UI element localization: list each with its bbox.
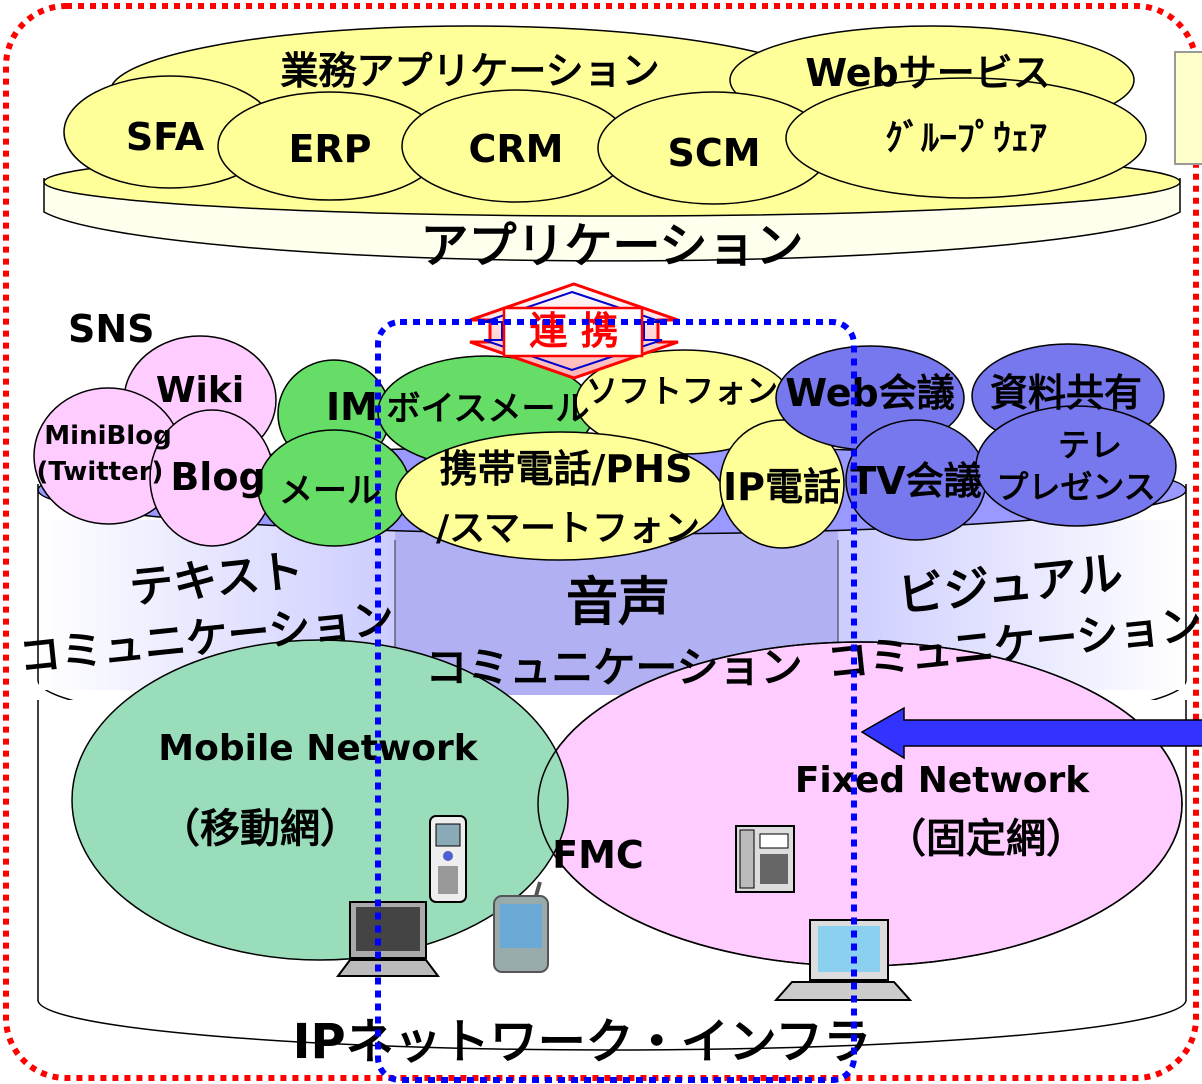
label-tv-conf: TV会議 — [850, 459, 981, 503]
label-web-conf: Web会議 — [785, 371, 955, 415]
voice-comm-title-2: コミュニケーション — [425, 643, 802, 692]
label-groupware: ｸﾞﾙｰﾌﾟｳｪｱ — [885, 117, 1047, 159]
tool-telepresence — [975, 405, 1177, 527]
voice-comm-title-1: 音声 — [566, 573, 670, 633]
label-wiki: Wiki — [156, 370, 244, 411]
label-crm: CRM — [469, 127, 564, 171]
label-softphone: ソフトフォン — [586, 372, 778, 410]
fixed-network-label: Fixed Network — [795, 760, 1090, 801]
network-layer-title: IPネットワーク・インフラ — [293, 1014, 872, 1070]
label-doc-share: 資料共有 — [990, 371, 1142, 415]
tool-ip-phone — [719, 419, 845, 549]
label-blog: Blog — [170, 455, 265, 499]
label-ip-phone: IP電話 — [723, 465, 841, 509]
label-telepresence-1: テレ — [1058, 426, 1122, 464]
desk-phone-icon — [735, 825, 795, 893]
label-telepresence-2: プレゼンス — [996, 468, 1155, 506]
link-arrow-icon: 連 携 — [469, 282, 679, 380]
fixed-network-ja-label: （固定網） — [886, 816, 1086, 862]
mobile-network-ja-label: （移動網） — [160, 806, 360, 852]
app-groupware — [785, 77, 1147, 199]
link-label: 連 携 — [529, 309, 618, 353]
label-web-service: Webサービス — [805, 51, 1051, 95]
label-scm: SCM — [667, 131, 760, 175]
blue-arrow-icon — [860, 706, 1202, 760]
application-layer-title: アプリケーション — [420, 218, 803, 274]
label-mobile-2: /スマートフォン — [436, 508, 700, 549]
label-sfa: SFA — [126, 115, 205, 159]
voice-region-outline — [375, 319, 857, 1083]
mobile-network-label: Mobile Network — [158, 728, 478, 769]
application-layer: 業務アプリケーション Webサービス SFA ERP CRM SCM ｸﾞﾙｰﾌ… — [43, 25, 1181, 274]
label-im: IM — [326, 385, 378, 429]
label-mail: メール — [279, 471, 381, 511]
side-note-box — [1174, 51, 1202, 165]
label-gyomu: 業務アプリケーション — [280, 49, 659, 93]
laptop-icon — [336, 901, 440, 977]
fmc-label: FMC — [552, 833, 644, 877]
sns-label: SNS — [68, 307, 155, 351]
communication-tools: Wiki MiniBlog (Twitter) Blog IM メール ボイスメ… — [33, 307, 1177, 561]
label-mobile-1: 携帯電話/PHS — [440, 447, 693, 491]
label-miniblog-1: MiniBlog — [44, 421, 171, 451]
network-layer: Mobile Network （移動網） Fixed Network （固定網）… — [37, 639, 1187, 1070]
label-voicemail: ボイスメール — [387, 389, 590, 429]
laptop-icon — [773, 919, 913, 1001]
mobile-phone-icon — [429, 815, 467, 903]
label-miniblog-2: (Twitter) — [37, 457, 164, 487]
label-erp: ERP — [288, 127, 371, 171]
smartphone-icon — [493, 881, 549, 973]
